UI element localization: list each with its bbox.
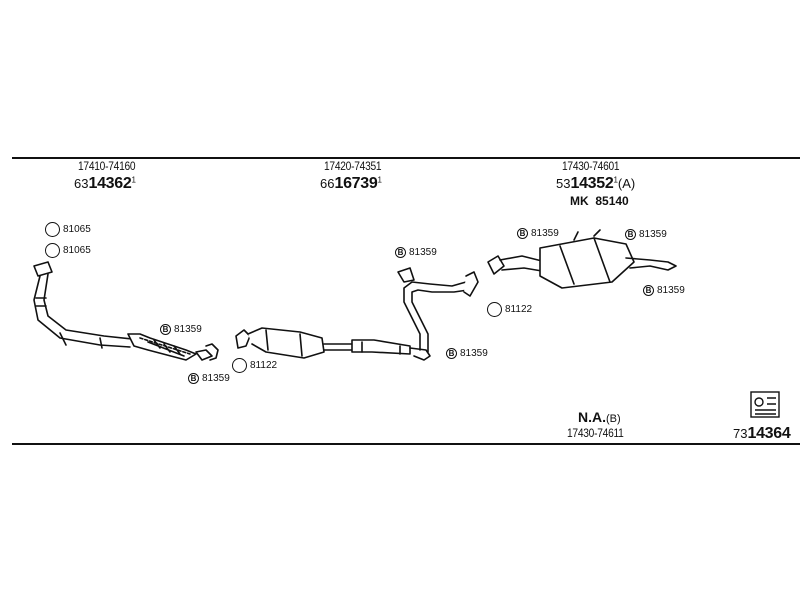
hardware-code: 81359: [174, 324, 202, 335]
hardware-code: 81065: [63, 224, 91, 235]
na-text: N.A.: [578, 409, 606, 425]
bolt-icon: B: [643, 285, 654, 296]
bolt-icon: B: [395, 247, 406, 258]
code-prefix: 66: [320, 176, 335, 191]
ring-callout-81122-mid: 81122: [232, 358, 277, 373]
code-prefix: 73: [733, 426, 748, 441]
code-bold: 16739: [334, 175, 378, 192]
code-suffix: (A): [617, 176, 636, 191]
bolt-icon: B: [517, 228, 528, 239]
part-code-front-pipe: 63143621: [74, 175, 136, 193]
part-code-center-pipe: 66167391: [320, 175, 382, 193]
bolt-icon: B: [625, 229, 636, 240]
bolt-icon: B: [446, 348, 457, 359]
kit-box-icon: [750, 391, 780, 418]
hardware-code: 81359: [531, 228, 559, 239]
ring-callout-81122-rear: 81122: [487, 302, 532, 317]
hardware-code: 81065: [63, 245, 91, 256]
hardware-code: 81359: [409, 247, 437, 258]
code-prefix: 53: [556, 176, 571, 191]
part-code-rear-muffler: 53143521(A): [556, 175, 635, 193]
ring-callout-81065-a: 81065: [45, 222, 91, 237]
mk-value: 85140: [595, 194, 629, 208]
hardware-code: 81359: [639, 229, 667, 240]
code-bold: 14364: [747, 425, 791, 442]
code-sup: 1: [613, 175, 618, 185]
ring-icon: [45, 222, 60, 237]
na-suffix: (B): [606, 413, 621, 425]
code-sup: 1: [131, 175, 136, 185]
mk-label: MK 85140: [570, 194, 629, 208]
hardware-code: 81122: [250, 360, 278, 371]
ring-icon: [232, 358, 247, 373]
mk-text: MK: [570, 194, 589, 208]
na-part-ref: 17430-74611: [567, 426, 624, 440]
rear-muffler-drawing: [487, 229, 677, 289]
center-pipe-drawing: [235, 267, 479, 361]
code-prefix: 63: [74, 176, 89, 191]
front-pipe-drawing: [33, 261, 219, 361]
ring-icon: [45, 243, 60, 258]
code-bold: 14352: [570, 175, 614, 192]
bolt-icon: B: [188, 373, 199, 384]
ring-callout-81065-b: 81065: [45, 243, 91, 258]
part-ref-center-pipe: 17420-74351: [324, 159, 382, 173]
top-divider: [12, 157, 800, 159]
code-bold: 14362: [88, 175, 132, 192]
code-sup: 1: [377, 175, 382, 185]
part-ref-rear-muffler: 17430-74601: [562, 159, 620, 173]
hardware-code: 81359: [460, 348, 488, 359]
hardware-code: 81122: [505, 304, 533, 315]
hardware-code: 81359: [657, 285, 685, 296]
bolt-icon: B: [160, 324, 171, 335]
part-ref-front-pipe: 17410-74160: [78, 159, 136, 173]
na-label: N.A.(B): [578, 409, 621, 425]
hardware-code: 81359: [202, 373, 230, 384]
ring-icon: [487, 302, 502, 317]
part-code-kit: 7314364: [733, 425, 791, 443]
bottom-divider: [12, 443, 800, 445]
